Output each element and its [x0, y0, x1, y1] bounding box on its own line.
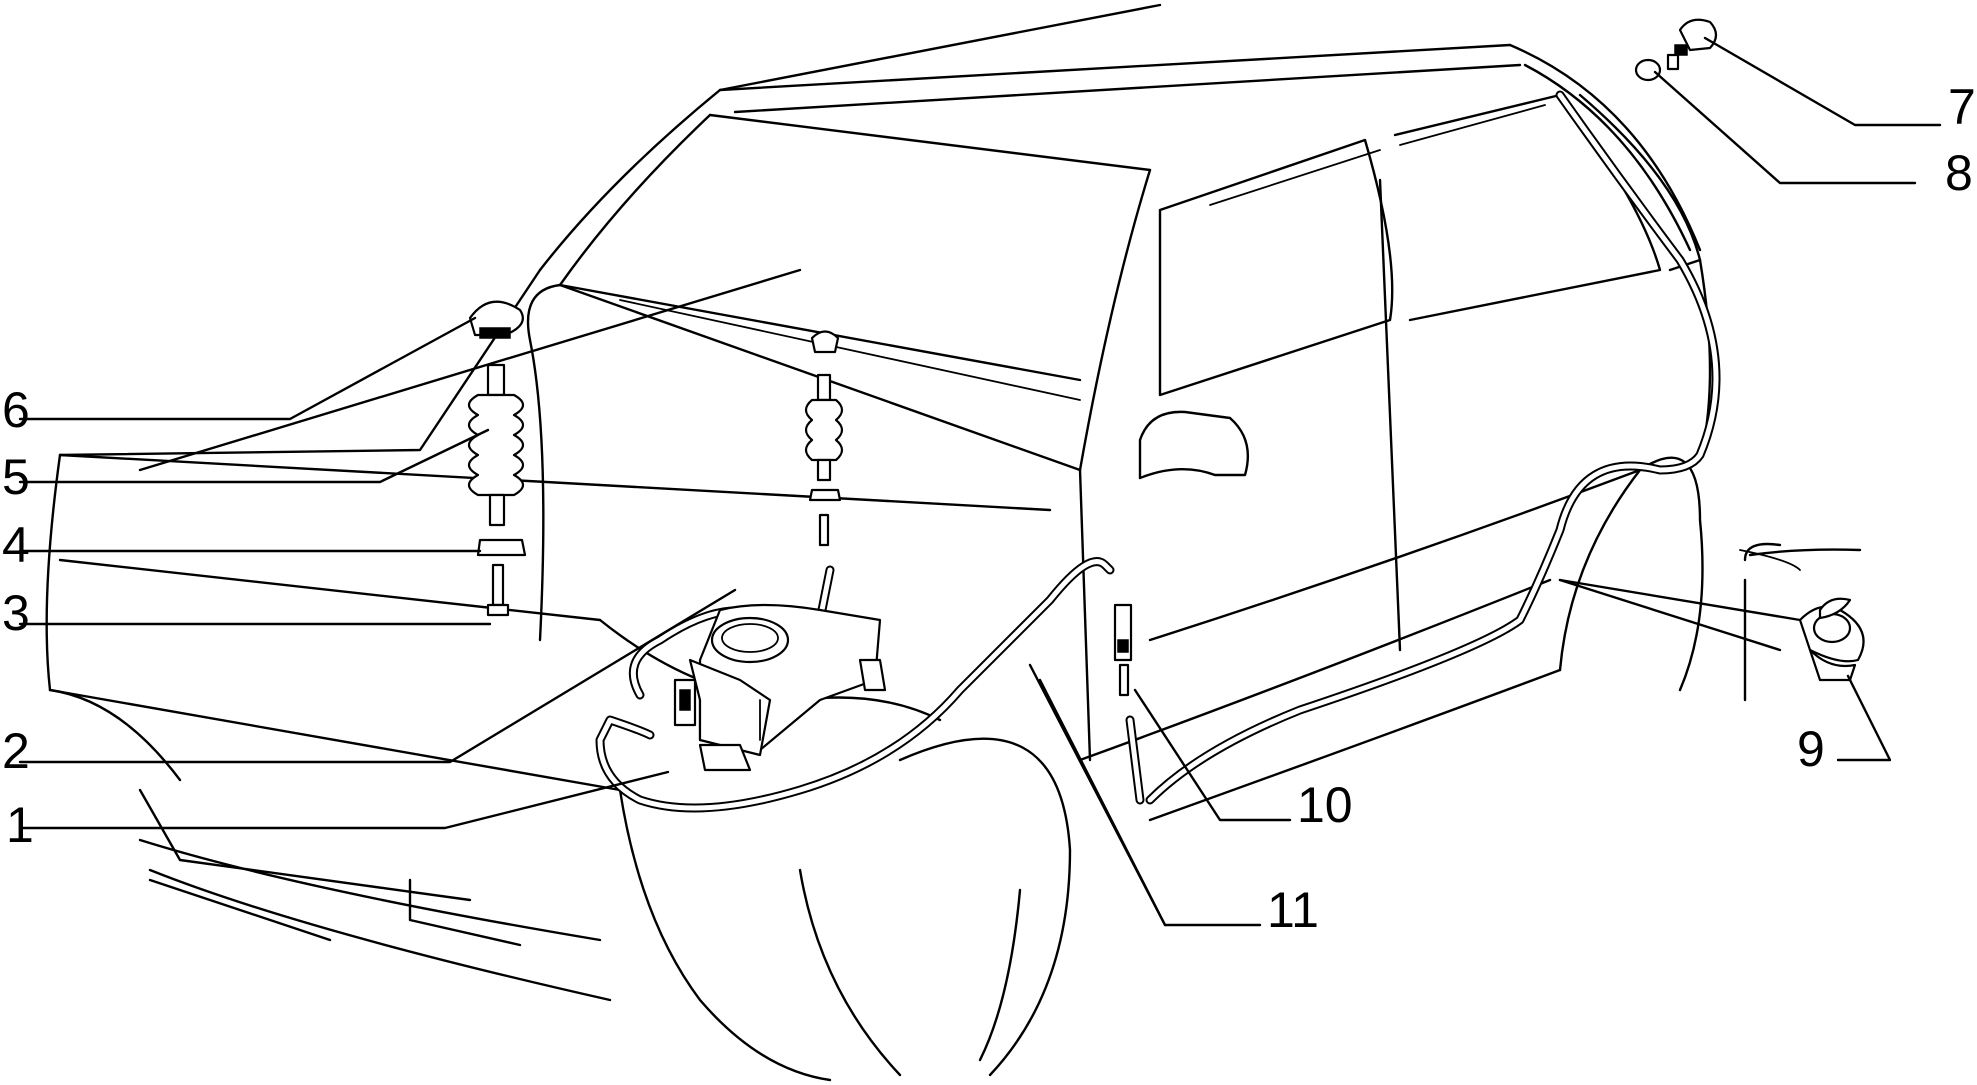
hose-connector	[1113, 603, 1133, 697]
callout-3: 3	[2, 585, 30, 641]
rear-washer-nozzle	[1634, 18, 1718, 82]
callout-9: 9	[1797, 721, 1825, 777]
callout-7: 7	[1948, 79, 1976, 135]
callout-10: 10	[1297, 777, 1353, 833]
callout-2: 2	[2, 723, 30, 779]
car-body-outline	[45, 3, 1862, 1082]
left-nozzle-assembly	[467, 300, 527, 617]
callout-labels: 1 2 3 4 5 6 7 8 9 10 11	[2, 79, 1976, 938]
callout-11: 11	[1267, 882, 1319, 938]
washer-pump	[1798, 597, 1865, 682]
callout-4: 4	[2, 517, 30, 573]
callout-6: 6	[2, 382, 30, 438]
leader-lines	[18, 36, 1942, 927]
right-nozzle-assembly	[804, 330, 844, 547]
washer-reservoir	[673, 603, 887, 772]
callout-5: 5	[2, 449, 30, 505]
washer-hoses	[595, 90, 1721, 813]
callout-1: 1	[6, 797, 34, 853]
callout-8: 8	[1945, 145, 1973, 201]
